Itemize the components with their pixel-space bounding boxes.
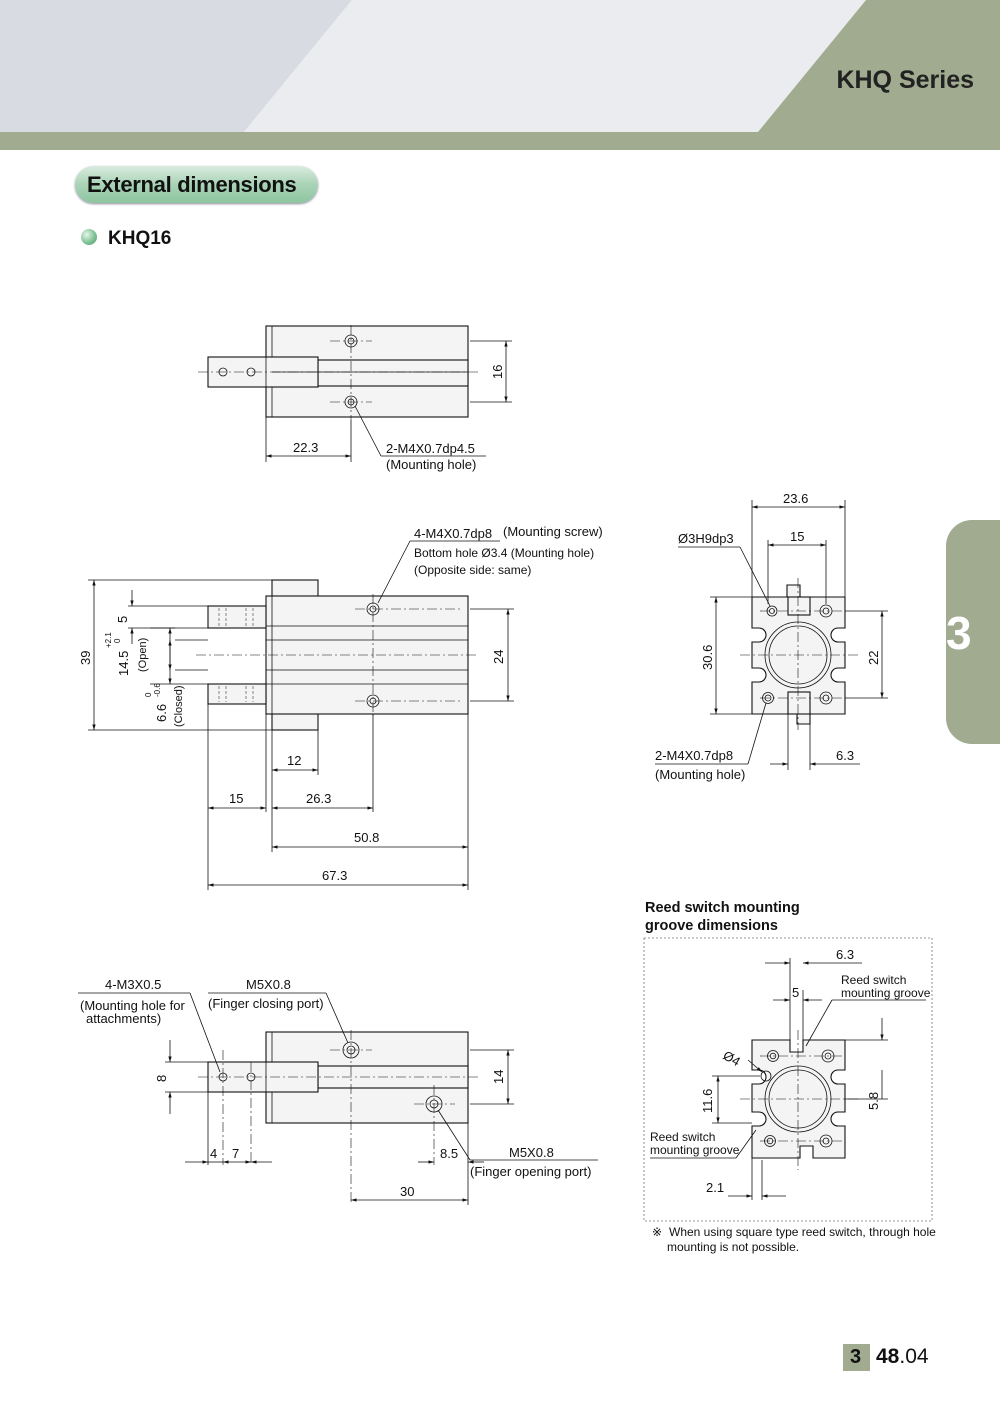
att-note-1: (Mounting hole for <box>80 998 185 1013</box>
reed-dim-2-1: 2.1 <box>706 1180 724 1195</box>
end-dim-15: 15 <box>790 529 804 544</box>
end-hole-note: (Mounting hole) <box>655 767 745 782</box>
section-title-pill: External dimensions <box>75 166 318 203</box>
top-hole-callout: 2-M4X0.7dp4.5 <box>386 441 475 456</box>
dim-12: 12 <box>287 753 301 768</box>
page-major: 48 <box>876 1345 900 1368</box>
end-dim-23-6: 23.6 <box>783 491 808 506</box>
top-hole-note: (Mounting hole) <box>386 457 476 472</box>
dim-67-3: 67.3 <box>322 868 347 883</box>
dim-5: 5 <box>115 616 130 623</box>
front-view: 39 5 14.5 +2.1 0 (Open) 6.6 0 -0.6 (Clos… <box>78 524 603 890</box>
dim-24: 24 <box>491 650 506 664</box>
screw-note: (Mounting screw) <box>503 524 603 539</box>
dim-26-3: 26.3 <box>306 791 331 806</box>
footer-chapter-box: 3 <box>843 1344 870 1371</box>
footer-chapter: 3 <box>850 1346 862 1368</box>
series-title: KHQ Series <box>836 66 974 94</box>
page-number: 48.04 <box>876 1345 929 1369</box>
dim-15: 15 <box>229 791 243 806</box>
reed-dia-4: Ø4 <box>721 1048 744 1070</box>
closed-note: (Closed) <box>173 685 185 727</box>
chapter-number: 3 <box>946 607 972 659</box>
reed-dim-5-8: 5.8 <box>866 1092 881 1110</box>
groove-left-2: mounting groove <box>650 1143 740 1157</box>
close-note: (Finger closing port) <box>208 996 324 1011</box>
end-dim-30-6: 30.6 <box>700 645 715 670</box>
groove-left-1: Reed switch <box>650 1130 715 1144</box>
reed-switch-detail: Reed switch mounting groove dimensions 6… <box>643 900 936 1254</box>
att-note-2: attachments) <box>86 1011 161 1026</box>
reed-title-1: Reed switch mounting <box>645 900 800 916</box>
screw-callout: 4-M4X0.7dp8 <box>414 526 492 541</box>
att-callout: 4-M3X0.5 <box>105 977 161 992</box>
opposite-side: (Opposite side: same) <box>414 563 531 577</box>
bottom-dim-8-5: 8.5 <box>440 1146 458 1161</box>
tol-6-6-upper: 0 <box>144 692 153 697</box>
reed-title-2: groove dimensions <box>645 918 778 934</box>
close-port: M5X0.8 <box>246 977 291 992</box>
end-hole-callout: 2-M4X0.7dp8 <box>655 748 733 763</box>
model-label: KHQ16 <box>108 228 172 249</box>
end-dim-22: 22 <box>866 651 881 665</box>
dim-6-6: 6.6 <box>154 704 169 722</box>
bottom-dim-14: 14 <box>491 1070 506 1084</box>
bottom-dim-8: 8 <box>154 1075 169 1082</box>
bottom-dim-30: 30 <box>400 1184 414 1199</box>
bottom-dim-7: 7 <box>232 1146 239 1161</box>
reed-dim-11-6: 11.6 <box>700 1089 715 1113</box>
open-port: M5X0.8 <box>509 1145 554 1160</box>
reed-dim-6-3: 6.3 <box>836 947 854 962</box>
end-view: 23.6 15 Ø3H9dp3 30.6 22 6.3 2-M4X0.7dp8 … <box>655 491 888 782</box>
section-title: External dimensions <box>87 172 297 197</box>
reed-dim-5: 5 <box>792 985 799 1000</box>
tol-6-6-lower: -0.6 <box>153 683 162 697</box>
reed-note-2: mounting is not possible. <box>667 1240 799 1254</box>
tol-14-5-lower: 0 <box>113 638 122 643</box>
dim-39: 39 <box>78 651 93 665</box>
bottom-view: 8 14 4 7 8.5 30 4-M3X0.5 (Mounting hole … <box>78 977 598 1205</box>
dim-50-8: 50.8 <box>354 830 379 845</box>
bottom-hole: Bottom hole Ø3.4 (Mounting hole) <box>414 546 594 560</box>
bottom-dim-4: 4 <box>210 1146 217 1161</box>
open-note: (Finger opening port) <box>470 1164 591 1179</box>
reed-note-mark: ※ <box>652 1225 662 1239</box>
chapter-side-tab: 3 <box>946 520 1000 744</box>
dim-16: 16 <box>490 365 505 379</box>
groove-top-1: Reed switch <box>841 973 906 987</box>
tol-14-5-upper: +2.1 <box>104 632 113 648</box>
reed-note-1: When using square type reed switch, thro… <box>669 1225 936 1239</box>
end-dim-6-3: 6.3 <box>836 748 854 763</box>
top-view: 22.3 16 2-M4X0.7dp4.5 (Mounting hole) <box>198 325 512 472</box>
pin-callout: Ø3H9dp3 <box>678 531 734 546</box>
dim-14-5: 14.5 <box>116 651 131 676</box>
header-band <box>0 0 1000 150</box>
page-minor: .04 <box>899 1345 929 1368</box>
dim-22-3: 22.3 <box>293 440 318 455</box>
groove-top-2: mounting groove <box>841 986 931 1000</box>
bullet-icon <box>81 229 97 245</box>
open-note: (Open) <box>137 638 149 672</box>
